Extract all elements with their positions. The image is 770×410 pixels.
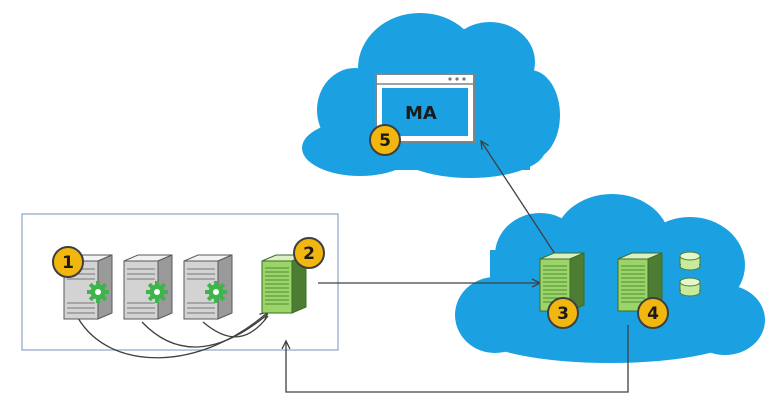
app-window-label: MA <box>405 103 437 124</box>
connector-arrows <box>77 141 629 393</box>
badge-5 <box>369 124 401 156</box>
badge-1-label: 1 <box>62 253 74 273</box>
server-gray-2-icon <box>123 254 173 320</box>
arrow-4-to-2 <box>286 325 629 393</box>
badge-5-label: 5 <box>379 131 391 151</box>
badge-4-label: 4 <box>647 304 659 324</box>
badge-4 <box>637 297 669 329</box>
badge-3-label: 3 <box>557 304 569 324</box>
badge-1 <box>52 246 84 278</box>
arrow-1-to-2 <box>77 312 268 359</box>
bottom-cloud-icon <box>455 194 765 363</box>
server-gray-3-icon <box>183 254 233 320</box>
arrow-gray-to-2 <box>141 313 269 348</box>
arrow-3-to-5 <box>481 141 556 255</box>
arrow-gray2-to-2 <box>202 315 269 338</box>
badge-2-label: 2 <box>303 244 315 264</box>
badge-2 <box>293 237 325 269</box>
badge-3 <box>547 297 579 329</box>
